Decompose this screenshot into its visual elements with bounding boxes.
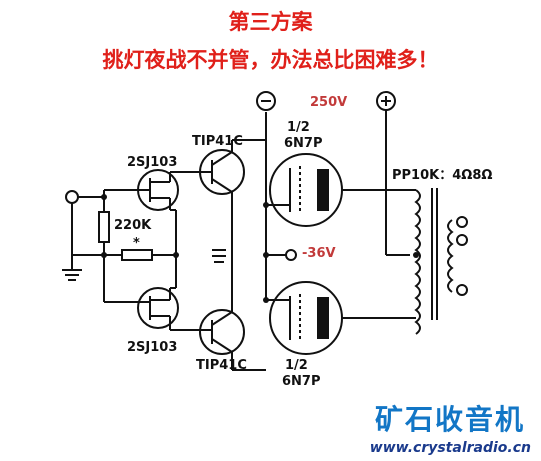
tube-6n7p-bottom [269,281,343,355]
jfet-bottom [137,287,179,329]
resistor-220k [98,211,110,243]
label-voltage-250v: 250V [310,95,348,110]
title-line-1: 第三方案 [228,10,313,34]
label-jfet-bottom: 2SJ103 [127,340,178,355]
brand-url: www.crystalradio.cn [369,440,531,456]
title-line-2: 挑灯夜战不并管，办法总比困难多！ [102,48,439,72]
label-transformer: PP10K：4Ω8Ω [392,168,493,183]
label-voltage-minus36v: -36V [302,246,336,261]
label-tip-bottom: TIP41C [196,358,247,373]
tip41c-bottom [199,309,245,355]
brand-logo-text: 矿石收音机 [374,403,525,436]
tube-6n7p-top [269,153,343,227]
label-star: * [133,236,140,251]
label-tube-bottom-frac: 1/2 [285,358,308,373]
resistor-star [121,249,153,261]
label-tip-top: TIP41C [192,134,243,149]
label-tube-bottom-type: 6N7P [282,374,321,389]
label-tube-top-frac: 1/2 [287,120,310,135]
label-jfet-top: 2SJ103 [127,155,178,170]
label-resistor: 220K [114,218,152,233]
input-jack [65,190,79,204]
jfet-top [137,169,179,211]
label-tube-top-type: 6N7P [284,136,323,151]
